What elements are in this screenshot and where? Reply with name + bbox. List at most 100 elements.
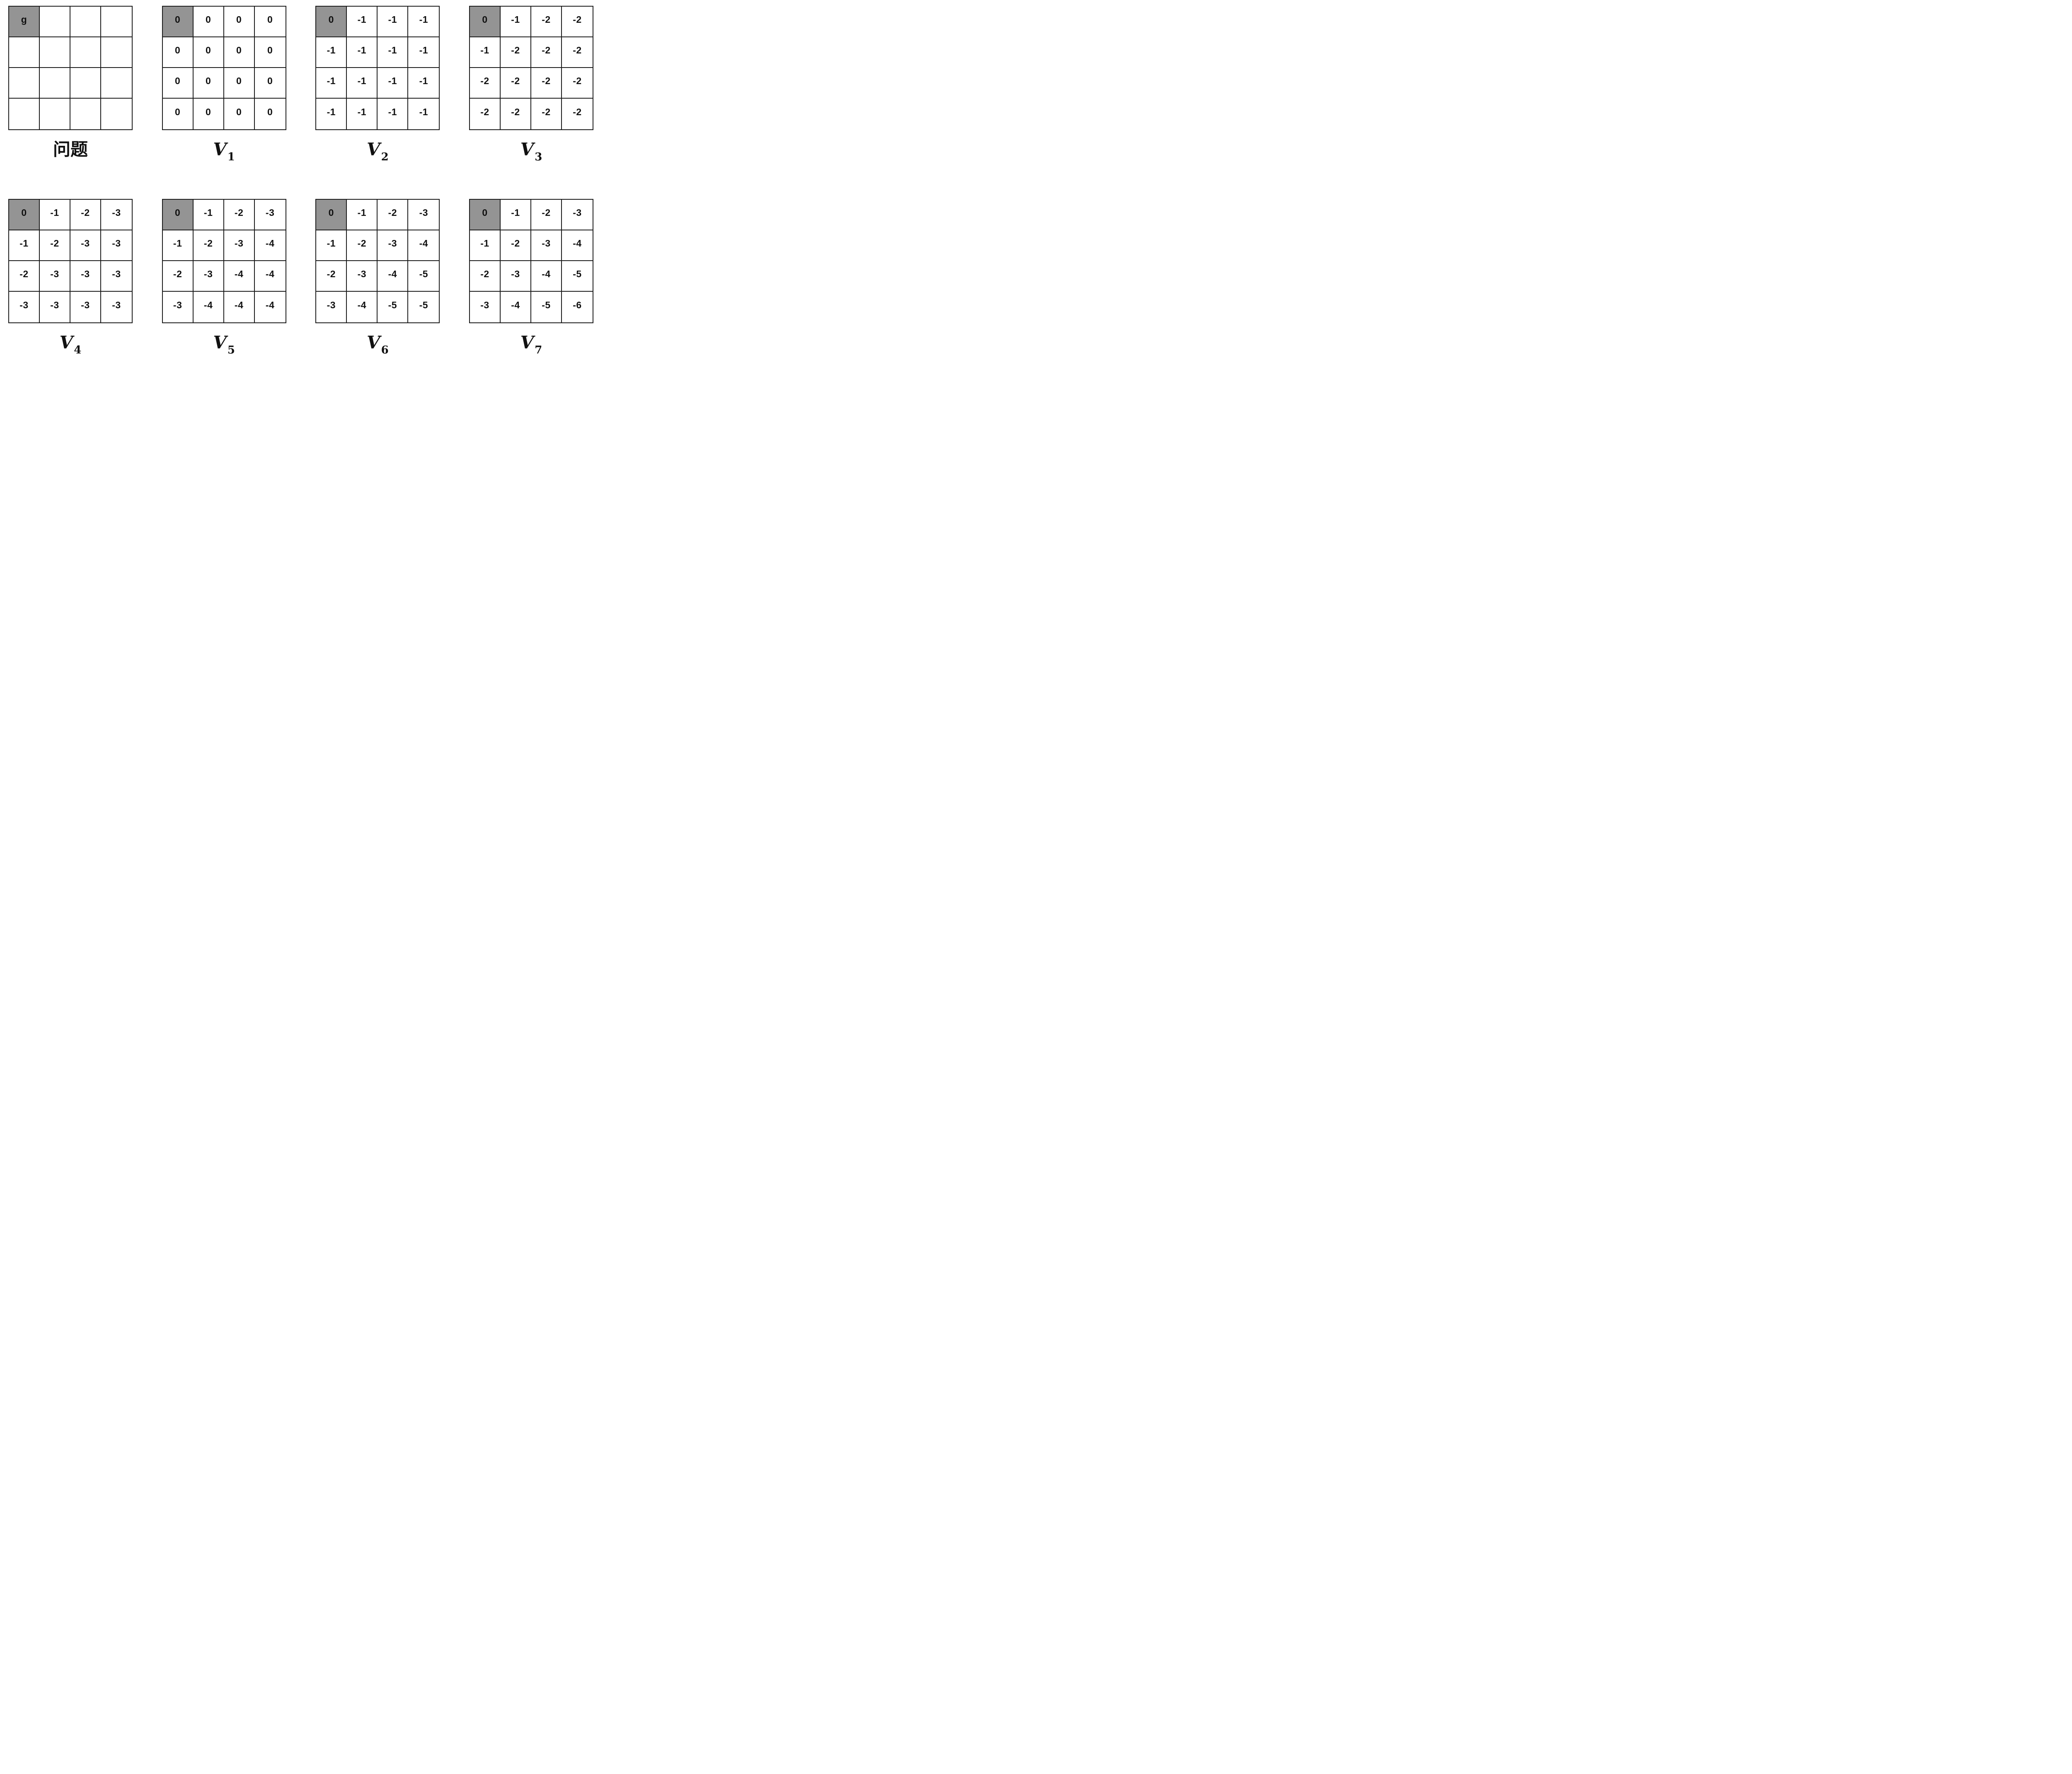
caption-subscript: 1 — [227, 151, 235, 163]
grid-cell-r3c3 — [101, 99, 132, 129]
grid-cell-r1c3: -1 — [408, 37, 439, 68]
grid-cell-r0c2: -2 — [531, 7, 562, 37]
grid-cell-r3c3: -1 — [419, 106, 428, 117]
grid-cell-r3c2: -2 — [531, 99, 562, 129]
grid-cell-r0c3: 0 — [254, 7, 286, 37]
grid-cell-r3c0: -3 — [316, 292, 347, 322]
caption-problem: 问题 — [53, 139, 88, 160]
grid-cell-r2c1: -3 — [500, 261, 531, 292]
grid-cell-r0c3: -2 — [562, 7, 593, 37]
grid-v7: 0-1-2-3-1-2-3-4-2-3-4-5-3-4-5-6 — [469, 199, 593, 323]
grid-cell-r2c2: -4 — [378, 261, 409, 292]
grid-cell-r2c3: -5 — [562, 261, 593, 292]
grid-cell-r3c2: -5 — [531, 292, 562, 322]
grid-cell-r3c2: -5 — [378, 292, 409, 322]
grid-cell-r0c1: 0 — [193, 7, 224, 37]
grid-cell-r1c2: 0 — [224, 37, 255, 68]
grid-cell-r3c1: 0 — [194, 99, 224, 129]
grid-v2: 0-1-1-1-1-1-1-1-1-1-1-1-1-1-1-1 — [315, 6, 440, 130]
caption-subscript: 7 — [535, 344, 542, 356]
grid-cell-r0c1 — [40, 7, 70, 37]
grid-cell-r2c1: -1 — [347, 68, 378, 99]
grid-cell-r1c1: -2 — [500, 230, 531, 261]
grid-problem: g — [8, 6, 133, 130]
grid-cell-r1c2: -3 — [531, 230, 562, 261]
grid-cell-r3c1: -2 — [501, 99, 531, 129]
grid-cell-r1c0 — [9, 37, 40, 68]
goal-cell-r0c0: 0 — [316, 200, 347, 230]
grid-cell-r2c0 — [9, 68, 40, 99]
grid-cell-r1c2: -3 — [378, 230, 409, 261]
grid-v6: 0-1-2-3-1-2-3-4-2-3-4-5-3-4-5-5 — [315, 199, 440, 323]
grid-cell-r0c1: -1 — [347, 7, 378, 37]
grid-cell-r2c3: -3 — [101, 261, 132, 292]
caption-subscript: 2 — [381, 151, 389, 163]
grid-row-bottom: 0-1-2-3-1-2-3-3-2-3-3-3-3-3-3-3 V4 0-1-2… — [8, 199, 593, 356]
grid-cell-r1c3: -3 — [101, 230, 132, 261]
grid-cell-r2c3: -5 — [408, 261, 439, 292]
grid-cell-r2c2: 0 — [224, 68, 255, 99]
grid-cell-r0c2: -1 — [378, 7, 409, 37]
grid-cell-r3c1 — [40, 99, 70, 129]
caption-subscript: 3 — [535, 151, 542, 163]
grid-cell-r3c2: -4 — [224, 292, 255, 322]
figure-v6: 0-1-2-3-1-2-3-4-2-3-4-5-3-4-5-5 V6 — [315, 199, 440, 356]
goal-cell-r0c0: g — [9, 7, 40, 37]
grid-cell-r1c1: -2 — [40, 230, 70, 261]
grid-v4: 0-1-2-3-1-2-3-3-2-3-3-3-3-3-3-3 — [8, 199, 133, 323]
grid-cell-r2c3: -4 — [254, 261, 286, 292]
grid-cell-r2c3: -1 — [408, 68, 439, 99]
grid-cell-r1c3: -4 — [562, 230, 593, 261]
grid-cell-r2c0: -2 — [470, 261, 501, 292]
goal-cell-r0c0: 0 — [9, 200, 40, 230]
grid-cell-r0c3 — [101, 7, 132, 37]
goal-cell-r0c0: 0 — [162, 7, 194, 37]
figure-v7: 0-1-2-3-1-2-3-4-2-3-4-5-3-4-5-6 V7 — [469, 199, 593, 356]
grid-cell-r0c2: -2 — [531, 200, 562, 230]
grid-cell-r0c2 — [70, 7, 101, 37]
grid-cell-r3c2: -1 — [378, 99, 409, 129]
grid-cell-r0c2: -2 — [224, 200, 255, 230]
grid-cell-r3c3: 0 — [267, 106, 273, 117]
figure-v5: 0-1-2-3-1-2-3-4-2-3-4-4-3-4-4-4 V5 — [162, 199, 286, 356]
grid-cell-r2c2: -4 — [531, 261, 562, 292]
goal-cell-r0c0: 0 — [470, 7, 501, 37]
caption-symbol: V — [366, 139, 380, 160]
caption-v2: V2 — [367, 140, 389, 163]
grid-cell-r2c0: -2 — [162, 261, 194, 292]
grid-v5: 0-1-2-3-1-2-3-4-2-3-4-4-3-4-4-4 — [162, 199, 286, 323]
grid-cell-r1c2: -2 — [531, 37, 562, 68]
grid-cell-r0c1: -1 — [347, 200, 378, 230]
grid-cell-r0c3: -1 — [408, 7, 439, 37]
caption-symbol: V — [213, 332, 227, 353]
caption-symbol: V — [213, 139, 227, 160]
grid-cell-r0c2: 0 — [224, 7, 255, 37]
grid-cell-r1c0: 0 — [162, 37, 194, 68]
grid-cell-r0c3: -3 — [408, 200, 439, 230]
figure-problem: g 问题 — [8, 6, 133, 163]
grid-cell-r3c1: -4 — [347, 292, 378, 322]
grid-cell-r3c1: -4 — [501, 292, 531, 322]
grid-v3: 0-1-2-2-1-2-2-2-2-2-2-2-2-2-2-2 — [469, 6, 593, 130]
grid-cell-r1c1 — [40, 37, 70, 68]
grid-cell-r2c3: -2 — [562, 68, 593, 99]
grid-cell-r0c2: -2 — [70, 200, 101, 230]
caption-symbol: V — [520, 332, 534, 353]
figure-v3: 0-1-2-2-1-2-2-2-2-2-2-2-2-2-2-2 V3 — [469, 6, 593, 163]
grid-cell-r1c0: -1 — [162, 230, 194, 261]
goal-cell-r0c0: 0 — [316, 7, 347, 37]
grid-cell-r1c1: 0 — [193, 37, 224, 68]
grid-cell-r1c3: -4 — [408, 230, 439, 261]
figure-v4: 0-1-2-3-1-2-3-3-2-3-3-3-3-3-3-3 V4 — [8, 199, 133, 356]
grid-cell-r3c0: -3 — [163, 292, 194, 322]
caption-v3: V3 — [520, 140, 542, 163]
grid-cell-r2c2 — [70, 68, 101, 99]
grid-cell-r3c2: -3 — [70, 292, 101, 322]
caption-v7: V7 — [520, 333, 542, 356]
grid-cell-r2c2: -4 — [224, 261, 255, 292]
grid-cell-r0c3: -3 — [101, 200, 132, 230]
grid-cell-r1c2: -3 — [224, 230, 255, 261]
